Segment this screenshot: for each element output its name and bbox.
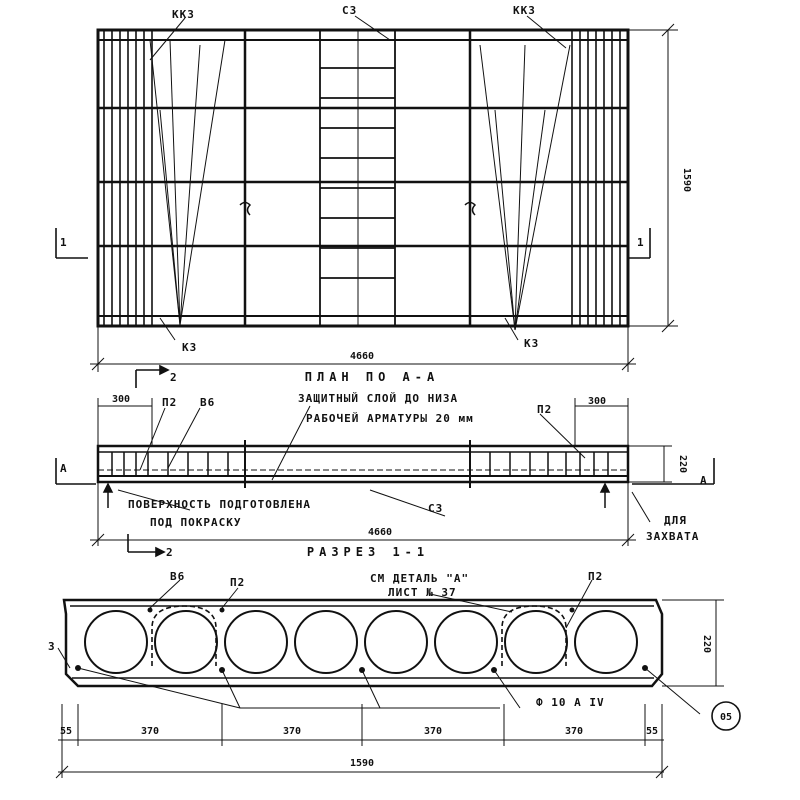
plan-section-mark-right-label: 1 <box>637 236 645 249</box>
void-6 <box>434 610 498 674</box>
longitudinal-label-c3: С3 <box>428 502 443 515</box>
section-mark-a-right-label: А <box>700 474 708 487</box>
plan-title: ПЛАН ПО А-А <box>305 370 439 384</box>
k3-diagonals-right <box>479 44 571 331</box>
longitudinal-leaders <box>117 405 651 523</box>
rebar-points <box>75 607 648 673</box>
cross-rebar-label: Ф 10 А IV <box>536 696 605 709</box>
plan-view: КК3 С3 КК3 К3 К3 1 1 1590 <box>55 4 692 384</box>
node-callout-circle <box>711 701 741 731</box>
grip-note-line-2: ЗАХВАТА <box>646 530 699 543</box>
longitudinal-outline <box>96 444 630 484</box>
longitudinal-label-p2-right: П2 <box>537 403 552 416</box>
plan-width-dimension <box>628 23 678 333</box>
void-7 <box>504 610 568 674</box>
kk3-mesh-right <box>571 30 621 326</box>
cross-height-dimension <box>662 599 724 687</box>
longitudinal-left-end-dim: 300 <box>112 394 130 405</box>
cross-width-dim: 1590 <box>350 758 374 769</box>
plan-label-kk3-right: КК3 <box>513 4 536 17</box>
protective-layer-line-1: ЗАЩИТНЫЙ СЛОЙ ДО НИЗА <box>298 392 458 405</box>
longitudinal-length-dim: 4660 <box>368 527 392 538</box>
cross-dim-pitch-1: 370 <box>141 726 159 737</box>
void-8 <box>574 610 638 674</box>
plan-label-c3: С3 <box>342 4 357 17</box>
p2-stirrup-right <box>501 605 567 666</box>
longitudinal-height-dimension <box>628 445 672 483</box>
node-callout-label: 05 <box>720 712 732 723</box>
section-mark-a-right <box>632 458 715 485</box>
section-mark-a-left-label: А <box>60 462 68 475</box>
cross-pitch-dimension <box>58 704 664 746</box>
longitudinal-right-end-dim: 300 <box>588 396 606 407</box>
plan-label-k3-right: К3 <box>524 337 539 350</box>
grip-note-line-1: ДЛЯ <box>664 514 687 527</box>
support-arrows <box>102 482 611 508</box>
section-mark-2-top-label: 2 <box>170 371 178 384</box>
plan-break-mark <box>239 201 252 216</box>
cross-height-dim: 220 <box>701 635 712 653</box>
longitudinal-label-v6: В6 <box>200 396 215 409</box>
cross-leaders <box>57 579 701 715</box>
cross-dim-edge-left: 55 <box>60 726 72 737</box>
surface-note-line-1: ПОВЕРХНОСТЬ ПОДГОТОВЛЕНА <box>128 498 311 511</box>
c3-ladder <box>319 30 396 326</box>
longitudinal-label-p2-left: П2 <box>162 396 177 409</box>
plan-leaders <box>149 15 567 341</box>
section-mark-a-left <box>55 458 96 485</box>
section-mark-2-top <box>135 364 170 388</box>
plan-section-mark-left <box>55 228 88 259</box>
longitudinal-title: РАЗРЕЗ 1-1 <box>307 545 429 559</box>
cross-dim-pitch-2: 370 <box>283 726 301 737</box>
void-1 <box>84 610 148 674</box>
void-4 <box>294 610 358 674</box>
cross-dim-pitch-4: 370 <box>565 726 583 737</box>
cross-width-dimension <box>55 746 669 779</box>
void-3 <box>224 610 288 674</box>
void-5 <box>364 610 428 674</box>
cross-see-detail-1: СМ ДЕТАЛЬ "А" <box>370 572 469 585</box>
kk3-mesh-left <box>103 30 153 326</box>
plan-break-mark <box>464 201 477 216</box>
cross-dim-edge-right: 55 <box>646 726 658 737</box>
p2-stirrup-left <box>151 605 217 666</box>
cross-label-p2-left: П2 <box>230 576 245 589</box>
plan-label-k3-left: К3 <box>182 341 197 354</box>
cross-label-v6: В6 <box>170 570 185 583</box>
cross-section: В6 П2 СМ ДЕТАЛЬ "А" ЛИСТ № 37 П2 Ф 10 А … <box>48 570 741 779</box>
plan-length-dimension-text: 4660 <box>350 351 374 362</box>
protective-layer-line-2: РАБОЧЕЙ АРМАТУРЫ 20 мм <box>306 412 474 425</box>
cross-label-p2-right: П2 <box>588 570 603 583</box>
plan-section-mark-left-label: 1 <box>60 236 68 249</box>
cross-dim-pitch-3: 370 <box>424 726 442 737</box>
void-2 <box>154 610 218 674</box>
longitudinal-length-dimension <box>90 482 636 547</box>
plan-length-dimension <box>90 326 636 372</box>
plan-section-mark-right <box>628 228 651 259</box>
plan-width-dimension-text: 1590 <box>681 168 692 192</box>
surface-note-line-2: ПОД ПОКРАСКУ <box>150 516 241 529</box>
longitudinal-height-dim: 220 <box>677 455 688 473</box>
section-mark-2-bottom-label: 2 <box>166 546 174 559</box>
hollow-core-voids <box>84 610 638 674</box>
longitudinal-section: 2 300 300 <box>55 364 715 559</box>
longitudinal-stirrups-left <box>111 452 229 476</box>
longitudinal-stirrups-right <box>489 452 609 476</box>
plan-outline <box>96 28 630 328</box>
k3-diagonals-left <box>149 39 226 326</box>
plan-label-kk3-left: КК3 <box>172 8 195 21</box>
cross-see-detail-2: ЛИСТ № 37 <box>388 586 457 599</box>
longitudinal-end-dimensions <box>97 398 629 446</box>
section-mark-2-bottom <box>127 534 166 558</box>
cross-outline <box>62 598 664 688</box>
cross-side-label: 3 <box>48 640 56 653</box>
